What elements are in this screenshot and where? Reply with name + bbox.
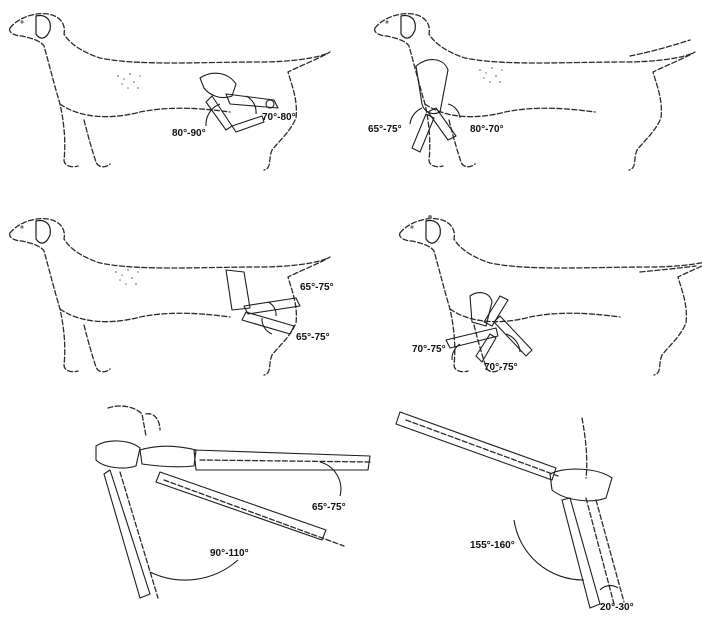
- panel-front-flexion: 80°-90° 70°-80°: [10, 14, 330, 170]
- radius-ulna-top: [108, 406, 146, 436]
- extended-foreleg-skeleton: [410, 60, 460, 152]
- panel-hind-extension: 65°-75° 65°-75°: [10, 219, 334, 375]
- dog-outline: [10, 219, 330, 375]
- panel-hindleg-detail: 155°-160° 20°-30°: [396, 412, 634, 613]
- angle-label-upper: 65°-75°: [300, 282, 334, 293]
- flexed-hindleg-skeleton: [446, 293, 532, 362]
- dog-eye: [428, 215, 432, 219]
- angle-label-right: 80°-70°: [470, 124, 504, 135]
- tail-line: [630, 40, 690, 56]
- angle-label-upper: 155°-160°: [470, 540, 515, 551]
- carpal-bones: [96, 441, 140, 468]
- coat-texture: [117, 73, 141, 89]
- angle-label-upper: 70°-80°: [262, 112, 296, 123]
- vertical-metatarsal: [562, 498, 600, 608]
- angle-label-lower: 20°-30°: [600, 602, 634, 613]
- extended-hindleg-skeleton: [226, 270, 300, 334]
- angle-label-upper: 65°-75°: [312, 502, 346, 513]
- angle-label-right: 70°-75°: [484, 362, 518, 373]
- panel-front-extension: 65°-75° 80°-70°: [368, 14, 695, 170]
- vertical-phalanges: [104, 470, 150, 598]
- angle-label-left: 70°-75°: [412, 344, 446, 355]
- dog-outline: [10, 14, 330, 170]
- flexed-foreleg-skeleton: [200, 73, 278, 132]
- panel-foreleg-detail: 65°-75° 90°-110°: [96, 406, 372, 598]
- angle-label-lower: 65°-75°: [296, 332, 330, 343]
- panel-hind-flexion: 70°-75° 70°-75°: [400, 215, 702, 375]
- tarsal-bones: [550, 469, 612, 501]
- angle-label-lower: 80°-90°: [172, 128, 206, 139]
- coat-texture: [479, 67, 503, 83]
- angle-label-lower: 90°-110°: [210, 548, 249, 559]
- angle-label-left: 65°-75°: [368, 124, 402, 135]
- coat-texture: [115, 269, 139, 285]
